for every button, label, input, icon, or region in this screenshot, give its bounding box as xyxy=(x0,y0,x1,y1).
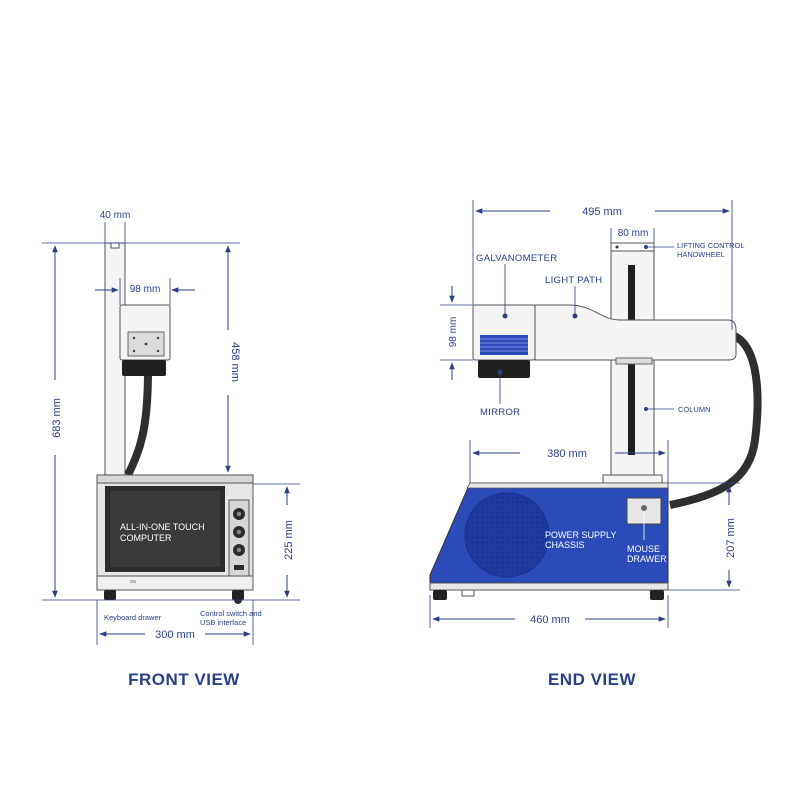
usb-port xyxy=(234,565,244,570)
dim-98mm-end: 98 mm xyxy=(448,317,459,348)
front-foot-left xyxy=(104,590,116,600)
dim-458mm: 458 mm xyxy=(229,342,241,382)
mouse-drawer-label-2: DRAWER xyxy=(627,554,667,564)
dim-207mm: 207 mm xyxy=(725,518,737,558)
galvanometer-label: GALVANOMETER xyxy=(476,253,557,264)
power-supply-label-1: POWER SUPPLY xyxy=(545,530,616,540)
end-foot-right xyxy=(650,590,664,600)
dim-495mm: 495 mm xyxy=(582,206,622,218)
end-view-title: END VIEW xyxy=(548,670,637,689)
front-cabinet-top xyxy=(96,474,254,484)
dim-225mm: 225 mm xyxy=(283,520,295,560)
power-supply-label-2: CHASSIS xyxy=(545,540,585,550)
lifting-control-label-2: HANDWHEEL xyxy=(677,250,725,259)
mirror-lens xyxy=(478,360,530,378)
front-column-cap xyxy=(110,242,120,249)
dim-460mm: 460 mm xyxy=(530,614,570,626)
control-switch-label-2: USB interface xyxy=(200,618,246,627)
dim-98mm-front: 98 mm xyxy=(130,284,161,295)
column-base xyxy=(602,474,663,484)
front-view: ALL-IN-ONE TOUCH COMPUTER 40 mm 98 mm 45… xyxy=(42,210,300,689)
dim-683mm: 683 mm xyxy=(51,398,63,438)
keyboard-drawer-label: Keyboard drawer xyxy=(104,613,162,622)
control-switch-label-1: Control switch and xyxy=(200,609,262,618)
column-label: COLUMN xyxy=(678,405,711,414)
light-path-label: LIGHT PATH xyxy=(545,275,602,286)
light-path-arm xyxy=(534,304,737,361)
dim-40mm: 40 mm xyxy=(100,210,131,221)
dim-300mm: 300 mm xyxy=(155,629,195,641)
mirror-label: MIRROR xyxy=(480,407,520,418)
front-lens xyxy=(122,360,166,376)
dim-80mm: 80 mm xyxy=(618,228,649,239)
keyboard-drawer xyxy=(96,575,254,591)
touch-screen xyxy=(110,491,220,567)
end-cable xyxy=(669,331,762,509)
front-view-title: FRONT VIEW xyxy=(128,670,240,689)
mouse-drawer-label-1: MOUSE xyxy=(627,544,660,554)
galvanometer-grille xyxy=(480,335,528,355)
lifting-control-label-1: LIFTING CONTROL xyxy=(677,241,745,250)
front-cable xyxy=(124,369,152,477)
end-view: 495 mm 80 mm 98 mm 380 mm 207 mm 460 mm … xyxy=(429,200,762,689)
computer-label-2: COMPUTER xyxy=(120,533,172,543)
front-foot-right xyxy=(232,590,244,600)
dim-380mm: 380 mm xyxy=(547,448,587,460)
computer-label-1: ALL-IN-ONE TOUCH xyxy=(120,522,205,532)
end-foot-left xyxy=(433,590,447,600)
